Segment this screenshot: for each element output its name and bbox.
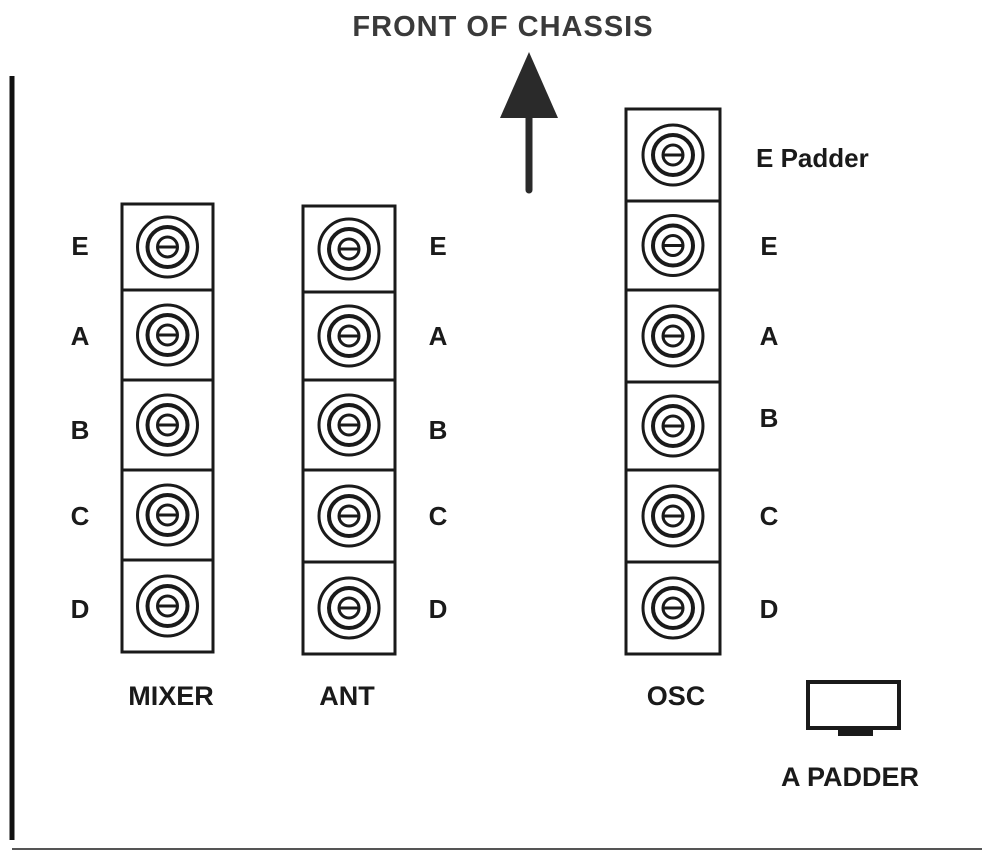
trimmer-screw-icon xyxy=(317,217,381,281)
osc-label-e: E xyxy=(760,231,777,261)
trimmer-screw-icon xyxy=(136,303,199,367)
osc-label-e-padder: E Padder xyxy=(756,143,869,173)
ant-trimmer-d xyxy=(301,560,397,656)
ant-trimmer-e xyxy=(301,204,397,294)
mixer-trimmer-d xyxy=(120,558,215,654)
ant-trimmer-a xyxy=(301,290,397,382)
trimmer-screw-icon xyxy=(317,393,381,457)
mixer-trimmer-b xyxy=(120,378,215,472)
padder-capacitor-icon xyxy=(806,680,901,736)
a-padder-label: A PADDER xyxy=(781,762,919,792)
ant-label-b: B xyxy=(429,415,448,445)
diagram-title: FRONT OF CHASSIS xyxy=(352,11,653,43)
osc-trimmer-a xyxy=(624,288,722,384)
trimmer-screw-icon xyxy=(641,304,705,368)
mixer-label-c: C xyxy=(71,501,90,531)
ant-trimmer-bank xyxy=(301,204,397,656)
trimmer-screw-icon xyxy=(317,576,381,640)
ant-label-e: E xyxy=(429,231,446,261)
osc-label-b: B xyxy=(760,403,779,433)
trimmer-screw-icon xyxy=(641,394,705,458)
trimmer-screw-icon xyxy=(641,576,705,640)
mixer-label-e: E xyxy=(71,231,88,261)
ant-label-a: A xyxy=(429,321,448,351)
ant-label-d: D xyxy=(429,594,448,624)
osc-trimmer-bank xyxy=(624,107,722,656)
osc-trimmer-b xyxy=(624,380,722,472)
osc-trimmer-e xyxy=(624,199,722,292)
osc-trimmer-e-padder xyxy=(624,107,722,203)
trimmer-screw-icon xyxy=(641,484,705,548)
trimmer-screw-icon xyxy=(136,483,199,547)
trimmer-screw-icon xyxy=(317,304,381,368)
arrow-up-icon xyxy=(500,52,558,194)
ant-trimmer-c xyxy=(301,468,397,564)
mixer-label-a: A xyxy=(71,321,90,351)
mixer-trimmer-bank xyxy=(120,202,215,654)
trimmer-screw-icon xyxy=(136,215,199,279)
mixer-label-b: B xyxy=(71,415,90,445)
bank-name-ant: ANT xyxy=(319,681,375,711)
ant-trimmer-b xyxy=(301,378,397,472)
trimmer-screw-icon xyxy=(641,123,705,187)
osc-trimmer-d xyxy=(624,560,722,656)
osc-label-c: C xyxy=(760,501,779,531)
mixer-trimmer-c xyxy=(120,468,215,562)
mixer-trimmer-a xyxy=(120,288,215,382)
osc-label-d: D xyxy=(760,594,779,624)
mixer-label-d: D xyxy=(71,594,90,624)
trimmer-screw-icon xyxy=(641,214,705,277)
ant-label-c: C xyxy=(429,501,448,531)
bank-name-mixer: MIXER xyxy=(128,681,214,711)
trimmer-screw-icon xyxy=(136,393,199,457)
trimmer-screw-icon xyxy=(136,574,199,638)
mixer-trimmer-e xyxy=(120,202,215,292)
trimmer-screw-icon xyxy=(317,484,381,548)
bank-name-osc: OSC xyxy=(647,681,706,711)
osc-label-a: A xyxy=(760,321,779,351)
osc-trimmer-c xyxy=(624,468,722,564)
